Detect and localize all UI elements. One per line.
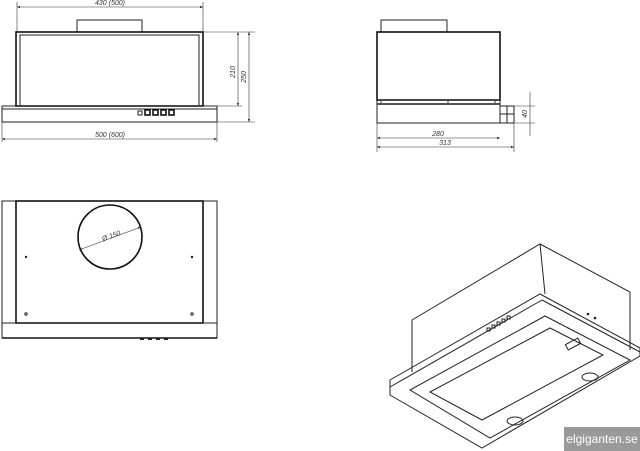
duct-diameter-label: Ø 150 bbox=[100, 230, 121, 243]
front-view: 430 (500) 500 (600) 210 250 bbox=[1, 0, 255, 142]
side-view: 40 280 313 bbox=[376, 19, 535, 152]
watermark: elgiganten.se bbox=[564, 427, 640, 451]
width-dimension-label: 430 (500) bbox=[95, 0, 125, 7]
inner-height-dimension-label: 210 bbox=[230, 66, 237, 79]
control-buttons bbox=[137, 109, 175, 116]
total-depth-dimension-label: 313 bbox=[439, 140, 451, 147]
isometric-view bbox=[389, 243, 640, 449]
total-width-dimension-label: 500 (600) bbox=[95, 132, 125, 139]
bottom-view: Ø 150 bbox=[1, 200, 218, 340]
front-height-dimension-label: 40 bbox=[522, 110, 529, 118]
total-height-dimension-label: 250 bbox=[241, 71, 248, 84]
iso-control-buttons bbox=[486, 315, 511, 332]
depth-dimension-label: 280 bbox=[431, 131, 444, 138]
duct-opening bbox=[77, 204, 143, 270]
